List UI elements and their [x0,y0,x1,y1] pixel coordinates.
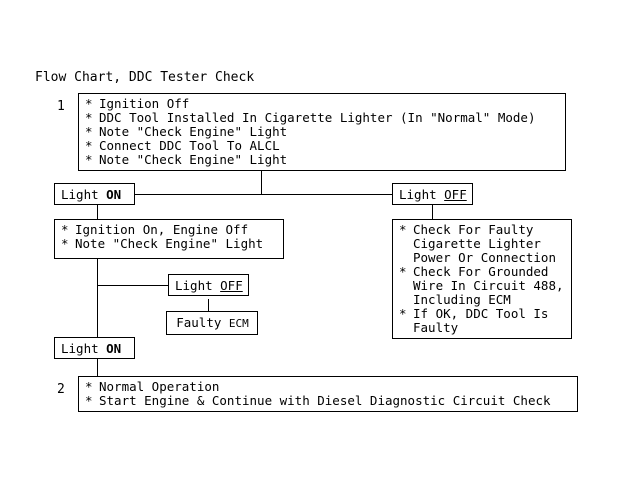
bullet-glyph: * [85,138,93,153]
list-item-text: Connect DDC Tool To ALCL [99,138,280,153]
box-faulty-ecm: Faulty ECM [166,311,258,335]
step-number-2: 2 [57,382,65,397]
connector-branch-bus [135,194,393,195]
list-item-continuation: *Wire In Circuit 488, [399,279,567,293]
list-item-text: If OK, DDC Tool Is [413,306,549,321]
box-step-2-list: * Normal Operation * Start Engine & Contin… [79,377,577,411]
list-item-text: Start Engine & Continue with Diesel Diag… [99,393,551,408]
list-item-text: Ignition Off [99,96,190,111]
box-faulty-checks: *Check For Faulty *Cigarette Lighter *Po… [392,219,572,339]
list-item-text: Note "Check Engine" Light [75,236,264,251]
branch-label-light-off-mid[interactable]: Light OFF [168,274,249,296]
list-item-text: Note "Check Engine" Light [99,152,288,167]
connector-left-spine [97,259,98,376]
list-item-text: Faulty [413,320,459,335]
state-value: ON [106,340,122,356]
faulty-ecm-text: Faulty ECM [176,315,249,331]
list-item-text: Check For Faulty [413,222,534,237]
box-ignition-on-list: * Ignition On, Engine Off * Note "Check En… [55,220,283,254]
state-value: ON [106,186,122,202]
bullet-glyph: * [399,306,407,321]
list-item: * Check For Faulty [399,223,567,237]
box-step-1-list: * Ignition Off * DDC Tool Installed In Cig… [79,94,565,170]
list-item: * Connect DDC Tool To ALCL [85,139,561,153]
connector-light-off-to-faulty-ecm [208,299,209,311]
list-item-text: Cigarette Lighter [413,236,541,251]
branch-label-light-on-bottom[interactable]: Light ON [54,337,135,359]
connector-light-on-to-ignition [97,205,98,219]
box-ignition-on: * Ignition On, Engine Off * Note "Check En… [54,219,284,259]
bullet-glyph: * [61,236,69,251]
bullet-glyph: * [85,96,93,111]
connector-box1-drop [261,170,262,194]
list-item-text: Wire In Circuit 488, [413,278,564,293]
branch-label-light-off-top[interactable]: Light OFF [392,183,473,205]
list-item: * Note "Check Engine" Light [61,237,279,251]
list-item: * DDC Tool Installed In Cigarette Lighter… [85,111,561,125]
list-item-continuation: *Including ECM [399,293,567,307]
list-item: * Start Engine & Continue with Diesel Dia… [85,394,573,408]
bullet-glyph: * [85,393,93,408]
list-item: * Ignition On, Engine Off [61,223,279,237]
list-item-text: Normal Operation [99,379,220,394]
bullet-glyph: * [85,152,93,167]
state-value: OFF [220,277,243,293]
box-faulty-checks-list: *Check For Faulty *Cigarette Lighter *Po… [393,220,571,338]
list-item: * If OK, DDC Tool Is [399,307,567,321]
label-prefix: Light [61,340,107,356]
label-prefix: Light [175,277,221,293]
connector-light-off-to-checks [432,205,433,219]
label-prefix: Light [399,186,445,202]
bullet-glyph: * [85,379,93,394]
list-item: * Note "Check Engine" Light [85,153,561,167]
list-item-continuation: *Cigarette Lighter [399,237,567,251]
list-item: * Normal Operation [85,380,573,394]
list-item-continuation: *Faulty [399,321,567,335]
list-item: * Ignition Off [85,97,561,111]
branch-label-text: Light ON [61,187,121,202]
list-item-text: Ignition On, Engine Off [75,222,249,237]
bullet-glyph: * [61,222,69,237]
page-title: Flow Chart, DDC Tester Check [35,70,255,85]
list-item-text: DDC Tool Installed In Cigarette Lighter … [99,110,536,125]
ecm-acronym: ECM [228,317,249,330]
branch-label-text: Light OFF [399,187,467,202]
list-item: * Check For Grounded [399,265,567,279]
list-item-text: Power Or Connection [413,250,556,265]
bullet-glyph: * [85,124,93,139]
box-step-1: * Ignition Off * DDC Tool Installed In Cig… [78,93,566,171]
list-item-text: Including ECM [413,292,511,307]
branch-label-text: Light ON [61,341,121,356]
list-item-continuation: *Power Or Connection [399,251,567,265]
bullet-glyph: * [85,110,93,125]
bullet-glyph: * [399,264,407,279]
label-prefix: Light [61,186,107,202]
branch-label-text: Light OFF [175,278,243,293]
list-item-text: Note "Check Engine" Light [99,124,288,139]
faulty-prefix: Faulty [176,315,229,330]
bullet-glyph: * [399,222,407,237]
list-item: * Note "Check Engine" Light [85,125,561,139]
connector-spine-to-light-off [97,285,169,286]
branch-label-light-on-top[interactable]: Light ON [54,183,135,205]
state-value: OFF [444,186,467,202]
step-number-1: 1 [57,99,65,114]
list-item-text: Check For Grounded [413,264,549,279]
box-step-2: * Normal Operation * Start Engine & Contin… [78,376,578,412]
